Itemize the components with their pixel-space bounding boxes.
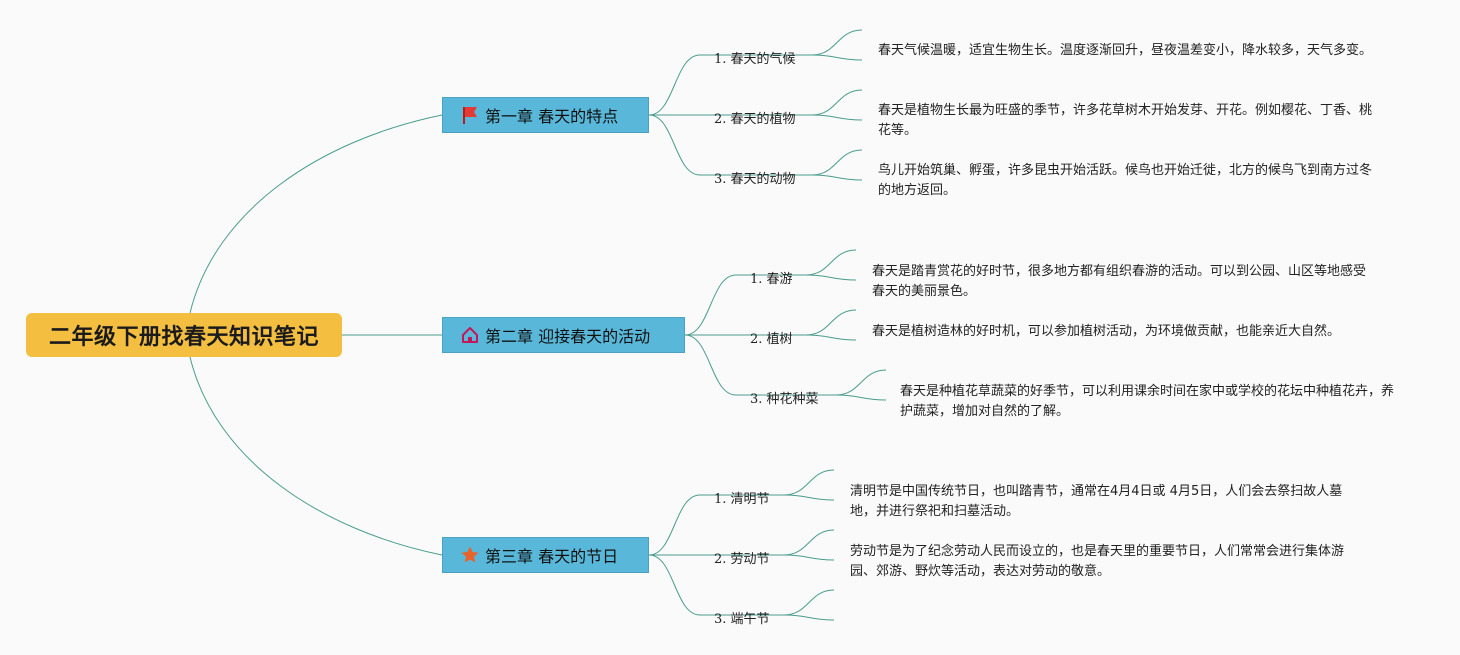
note-bracket-top-5 <box>805 309 857 336</box>
note-bracket-bottom-4 <box>805 274 857 281</box>
note-bracket-bottom-2 <box>811 114 863 121</box>
note-bracket-bottom-5 <box>805 334 857 341</box>
topic-tree-planting[interactable]: 2. 植树 <box>750 332 793 347</box>
note-bracket-top-7 <box>783 469 835 496</box>
note-bracket-bottom-3 <box>811 174 863 181</box>
chapter-2-label: 第二章 迎接春天的活动 <box>485 327 651 346</box>
red-flag-icon <box>459 104 481 126</box>
topic-spring-outing[interactable]: 1. 春游 <box>750 272 793 287</box>
link-chapter-2-item-1 <box>684 274 737 336</box>
note-bracket-top-9 <box>783 589 835 616</box>
chapter-3-label: 第三章 春天的节日 <box>485 547 619 566</box>
house-icon <box>459 324 481 346</box>
link-root-chapter-1 <box>189 114 443 314</box>
topic-labor-day[interactable]: 2. 劳动节 <box>714 552 770 567</box>
topic-dragon-boat[interactable]: 3. 端午节 <box>714 612 770 627</box>
note-bracket-top-2 <box>811 89 863 116</box>
note-bracket-top-8 <box>783 529 835 556</box>
note-spring-plants: 春天是植物生长最为旺盛的季节，许多花草树木开始发芽、开花。例如樱花、丁香、桃花等… <box>878 103 1373 138</box>
star-icon <box>459 544 481 566</box>
note-bracket-bottom-9 <box>783 614 835 621</box>
topic-spring-animals[interactable]: 3. 春天的动物 <box>714 172 796 187</box>
chapter-3-topic[interactable]: 第三章 春天的节日 <box>442 537 649 573</box>
topic-planting-flowers[interactable]: 3. 种花种菜 <box>750 392 819 407</box>
note-bracket-top-4 <box>805 249 857 276</box>
link-chapter-3-item-1 <box>648 494 701 556</box>
chapter-2-topic[interactable]: 第二章 迎接春天的活动 <box>442 317 685 353</box>
note-bracket-bottom-7 <box>783 494 835 501</box>
note-spring-outing: 春天是踏青赏花的好时节，很多地方都有组织春游的活动。可以到公园、山区等地感受春天… <box>872 264 1367 299</box>
link-chapter-3-item-3 <box>648 554 701 616</box>
note-planting-flowers: 春天是种植花草蔬菜的好季节，可以利用课余时间在家中或学校的花坛中种植花卉，养护蔬… <box>900 384 1395 419</box>
note-spring-climate: 春天气候温暖，适宜生物生长。温度逐渐回升，昼夜温差变小，降水较多，天气多变。 <box>878 43 1373 58</box>
note-tree-planting: 春天是植树造林的好时机，可以参加植树活动，为环境做贡献，也能亲近大自然。 <box>872 324 1341 339</box>
topic-spring-plants[interactable]: 2. 春天的植物 <box>714 112 796 127</box>
note-bracket-top-1 <box>811 29 863 56</box>
chapter-1-topic[interactable]: 第一章 春天的特点 <box>442 97 649 133</box>
note-bracket-top-3 <box>811 149 863 176</box>
link-chapter-1-item-1 <box>648 54 701 116</box>
root-topic[interactable]: 二年级下册找春天知识笔记 <box>26 313 342 357</box>
topic-spring-climate[interactable]: 1. 春天的气候 <box>714 52 796 67</box>
link-chapter-1-item-3 <box>648 114 701 176</box>
note-qingming: 清明节是中国传统节日，也叫踏青节，通常在4月4日或 4月5日，人们会去祭扫故人墓… <box>850 484 1343 519</box>
topic-qingming[interactable]: 1. 清明节 <box>714 492 770 507</box>
note-labor-day: 劳动节是为了纪念劳动人民而设立的，也是春天里的重要节日，人们常常会进行集体游园、… <box>850 544 1345 579</box>
note-bracket-bottom-6 <box>835 394 887 401</box>
note-bracket-bottom-8 <box>783 554 835 561</box>
note-bracket-bottom-1 <box>811 54 863 61</box>
link-root-chapter-3 <box>189 356 443 556</box>
chapter-1-label: 第一章 春天的特点 <box>485 107 619 126</box>
link-chapter-2-item-3 <box>684 334 737 396</box>
note-spring-animals: 鸟儿开始筑巢、孵蛋，许多昆虫开始活跃。候鸟也开始迁徙，北方的候鸟飞到南方过冬的地… <box>878 163 1373 198</box>
note-bracket-top-6 <box>835 369 887 396</box>
